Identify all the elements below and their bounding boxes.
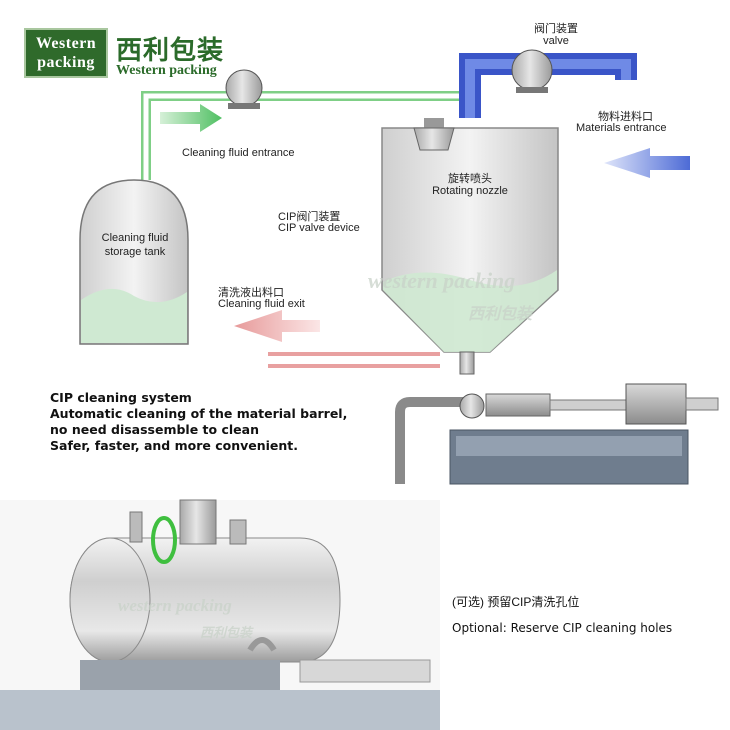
exit-label-en: Cleaning fluid exit [218, 298, 305, 310]
valve-icon [511, 49, 553, 93]
cip-valve-label-en: CIP valve device [278, 222, 360, 234]
cleaning-exit-arrow [234, 310, 320, 342]
exit-pipe [268, 352, 440, 368]
brand-name-en: Western packing [116, 63, 217, 78]
nozzle-label-cn: 旋转喷头 [448, 173, 492, 185]
brand-name-cn: 西利包装 [116, 36, 225, 66]
rotating-nozzle-icon [413, 118, 455, 151]
photo-watermark-en: western packing [118, 596, 232, 615]
tank-label-line1: Cleaning fluid [101, 232, 169, 244]
optional-caption-cn: (可选) 预留CIP清洗孔位 [452, 595, 580, 609]
cleaning-entrance-arrow [160, 104, 222, 132]
description-line4: Safer, faster, and more convenient. [50, 438, 299, 453]
watermark-cn: 西利包装 [468, 306, 533, 323]
materials-label-cn: 物料进料口 [598, 111, 653, 123]
nozzle-label-en: Rotating nozzle [432, 185, 508, 197]
photo-watermark-cn: 西利包装 [200, 625, 253, 640]
description-line2: Automatic cleaning of the material barre… [50, 406, 348, 421]
pump-icon [225, 69, 263, 109]
tank-label-line2: storage tank [104, 246, 166, 258]
logo-line2: packing [37, 54, 95, 71]
filler-machine [395, 383, 719, 485]
optional-caption-en: Optional: Reserve CIP cleaning holes [452, 621, 673, 635]
photo-tank [0, 499, 440, 730]
exit-label-cn: 清洗液出料口 [218, 287, 284, 299]
cip-description: CIP cleaning system Automatic cleaning o… [50, 390, 347, 454]
cleaning-entrance-label: Cleaning fluid entrance [182, 147, 295, 159]
storage-tank [79, 179, 189, 345]
materials-arrow [604, 148, 690, 178]
cip-valve-label-cn: CIP阀门装置 [278, 211, 341, 223]
logo-line1: Western [35, 35, 97, 52]
watermark-en: western packing [368, 268, 516, 293]
valve-label-cn: 阀门装置 [534, 23, 578, 35]
description-line1: CIP cleaning system [50, 390, 192, 405]
description-line3: no need disassemble to clean [50, 422, 259, 437]
materials-label-en: Materials entrance [576, 122, 667, 134]
valve-label-en: valve [543, 35, 569, 47]
brand-logo: Western packing [24, 28, 108, 78]
hopper [381, 127, 559, 375]
